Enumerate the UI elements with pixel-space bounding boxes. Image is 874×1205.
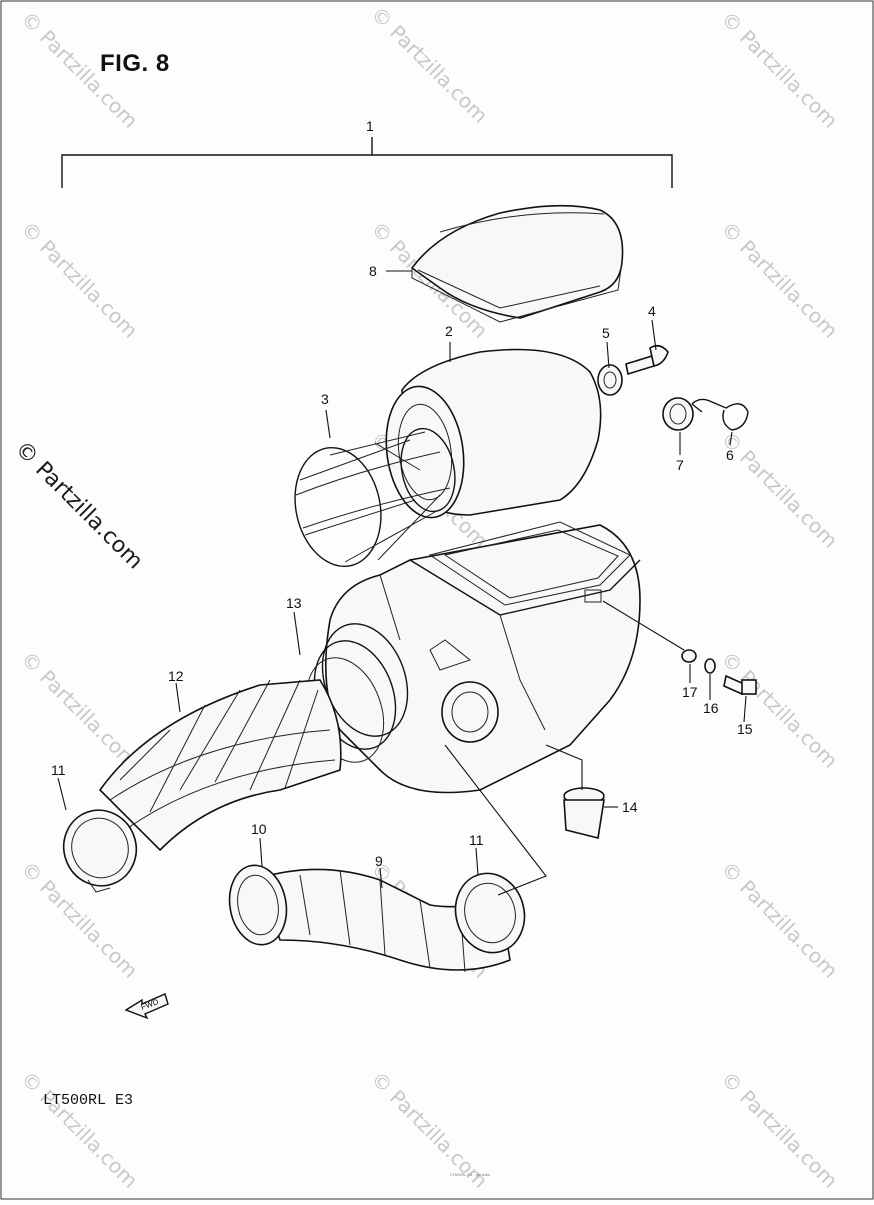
callout-11a: 11 <box>51 762 66 778</box>
callout-10: 10 <box>251 821 267 837</box>
figure-title: FIG. 8 <box>100 50 170 77</box>
callout-12: 12 <box>168 668 184 684</box>
part-11-clamp-left[interactable] <box>53 800 147 896</box>
callout-3: 3 <box>321 391 329 407</box>
watermark: © Partzilla.com <box>716 647 842 773</box>
callout-17: 17 <box>682 684 698 700</box>
callout-leaders <box>57 270 747 889</box>
callout-8: 8 <box>369 263 377 279</box>
callout-14: 14 <box>622 799 638 815</box>
part-5-grommet[interactable] <box>597 364 623 396</box>
part-6-clip[interactable] <box>691 398 749 431</box>
callout-16: 16 <box>703 700 719 716</box>
part-17-washer[interactable] <box>681 649 697 663</box>
part-11-clamp-right[interactable] <box>447 866 533 961</box>
model-label: LT500RL E3 <box>43 1092 134 1109</box>
part-10-clamp[interactable] <box>223 861 292 950</box>
callout-numbers: 1 2 3 4 5 6 7 8 9 10 11 11 12 13 14 15 1… <box>51 118 753 869</box>
part-8-cover[interactable] <box>410 204 624 323</box>
callout-5: 5 <box>602 325 610 341</box>
watermark: © Partzilla.com <box>716 7 842 133</box>
leader-fastener <box>602 600 685 651</box>
assembly-bracket <box>61 137 673 188</box>
watermark: © Partzilla.com <box>16 1067 142 1193</box>
part-4-wing-bolt[interactable] <box>625 344 669 376</box>
watermark: © Partzilla.com <box>366 2 492 128</box>
callout-2: 2 <box>445 323 453 339</box>
air-box-housing[interactable] <box>324 521 641 794</box>
callout-1: 1 <box>366 118 374 134</box>
callout-6: 6 <box>726 447 734 463</box>
callout-7: 7 <box>676 457 684 473</box>
part-16-washer[interactable] <box>704 658 716 674</box>
watermark: © Partzilla.com <box>716 427 842 553</box>
watermark: © Partzilla.com <box>716 217 842 343</box>
callout-9: 9 <box>375 853 383 869</box>
footer-text: LT500RL E3 · partzilla <box>450 1172 490 1177</box>
watermark: © Partzilla.com <box>716 857 842 983</box>
part-15-bolt[interactable] <box>723 674 757 696</box>
part-14-drain[interactable] <box>545 744 605 839</box>
part-12-intake-duct[interactable] <box>98 679 342 852</box>
watermark-dark: © Partzilla.com <box>10 437 148 575</box>
fwd-arrow-icon: FWD <box>124 993 169 1020</box>
callout-13: 13 <box>286 595 302 611</box>
watermark: © Partzilla.com <box>16 217 142 343</box>
callout-15: 15 <box>737 721 753 737</box>
watermark: © Partzilla.com <box>716 1067 842 1193</box>
part-7-collar[interactable] <box>662 397 694 431</box>
callout-11b: 11 <box>469 832 484 848</box>
callout-4: 4 <box>648 303 656 319</box>
watermark: © Partzilla.com <box>16 647 142 773</box>
part-9-lower-duct[interactable] <box>258 868 511 973</box>
part-3-cage[interactable] <box>284 424 462 575</box>
leader-lower-duct <box>444 744 547 896</box>
